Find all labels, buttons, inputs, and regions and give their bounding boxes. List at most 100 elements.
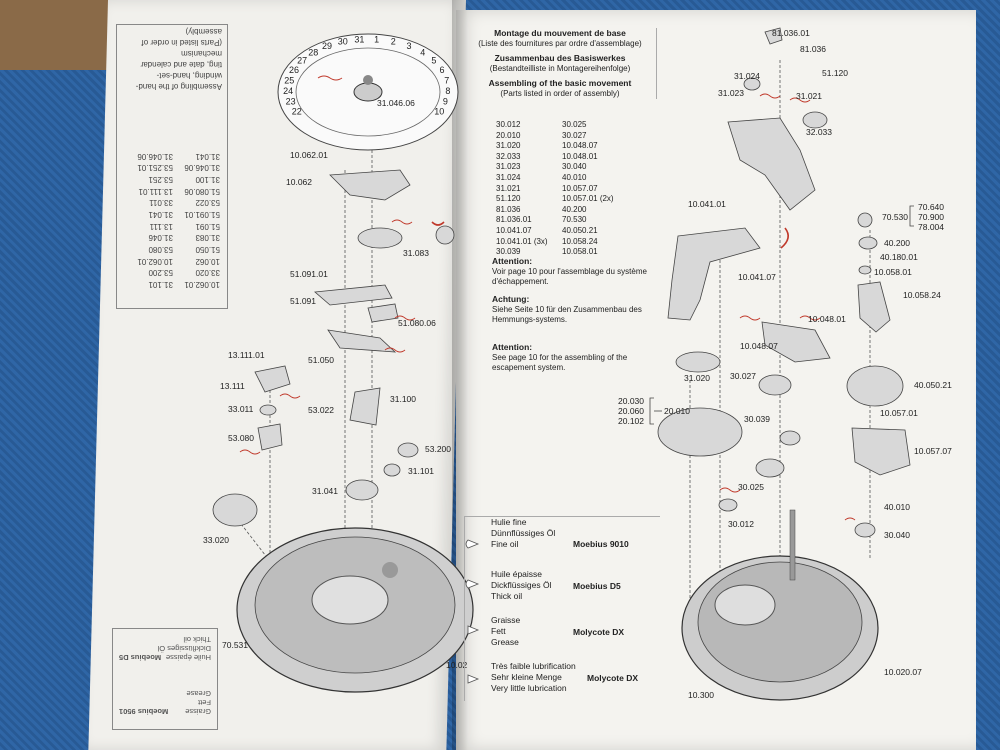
right-part-number: 10.058.01 [562, 247, 598, 257]
label-53.022: 53.022 [308, 405, 334, 415]
right-part-number: 31.021 [496, 183, 521, 193]
lub-line: Very little lubrication [491, 683, 567, 693]
label-20.102: 20.102 [618, 416, 644, 426]
date-ring-number: 29 [322, 41, 332, 51]
label-10.057.07: 10.057.07 [914, 446, 952, 456]
label-31.020: 31.020 [684, 373, 710, 383]
label-70.530: 70.530 [882, 212, 908, 222]
date-ring-number: 25 [284, 75, 294, 85]
right-part-number: 31.023 [496, 162, 521, 172]
attention-title: Attention: [492, 256, 533, 266]
date-ring-number: 30 [338, 37, 348, 47]
attention-de: Achtung: Siehe Seite 10 für den Zusammen… [492, 294, 652, 325]
label-10.058.24: 10.058.24 [903, 290, 941, 300]
header-de-title: Zusammenbau des Basiswerkes [494, 53, 626, 63]
right-part-number: 40.010 [562, 172, 587, 182]
label-13.111.01: 13.111.01 [228, 350, 265, 360]
lub-line: Grease [491, 637, 519, 647]
date-ring-number: 10 [434, 107, 444, 117]
attention-text: Voir page 10 pour l'assemblage du systèm… [492, 267, 647, 286]
right-part-number: 10.048.07 [562, 141, 598, 151]
label-30.039: 30.039 [744, 414, 770, 424]
label-32.033: 32.033 [806, 127, 832, 137]
label-10.062.01: 10.062.01 [290, 150, 328, 160]
right-part-number: 30.039 [496, 247, 521, 257]
date-ring [277, 33, 459, 151]
right-part-number: 10.041.01 (3x) [496, 236, 548, 246]
label-31.041: 31.041 [312, 486, 338, 496]
label-20.030: 20.030 [618, 396, 644, 406]
lub-line: Fine oil [491, 539, 519, 549]
date-ring-number: 26 [289, 65, 299, 75]
label-10.041.07: 10.041.07 [738, 272, 776, 282]
label-30.012: 30.012 [728, 519, 754, 529]
label-53.200: 53.200 [425, 444, 451, 454]
lub-line: Huile épaisse [491, 569, 543, 579]
label-10.058.01: 10.058.01 [874, 267, 912, 277]
attention-fr: Attention: Voir page 10 pour l'assemblag… [492, 256, 652, 287]
label-70.640: 70.640 [918, 202, 944, 212]
lub-line: Dünnflüssiges Öl [491, 528, 556, 538]
left-movement-plate [236, 527, 474, 693]
label-10.048.01: 10.048.01 [808, 314, 846, 324]
right-part-number: 81.036.01 [496, 215, 532, 225]
label-51.091: 51.091 [290, 296, 316, 306]
label-53.080: 53.080 [228, 433, 254, 443]
right-header: Montage du mouvement de base (Liste des … [470, 28, 657, 99]
attention-text: See page 10 for the assembling of the es… [492, 353, 628, 372]
label-31.083: 31.083 [403, 248, 429, 258]
date-ring-number: 28 [308, 48, 318, 58]
label-31.046.06: 31.046.06 [377, 98, 415, 108]
date-ring-number: 24 [283, 86, 293, 96]
date-ring-number: 4 [420, 48, 425, 58]
right-part-number: 10.041.07 [496, 225, 532, 235]
left-parts-list-box [116, 24, 228, 309]
date-ring-number: 22 [292, 107, 302, 117]
label-20.010: 20.010 [664, 406, 690, 416]
right-movement-plate [681, 509, 879, 701]
right-part-number: 30.012 [496, 120, 521, 129]
right-part-number: 31.020 [496, 141, 521, 151]
right-part-number: 40.050.21 [562, 225, 598, 235]
lub-line: Thick oil [491, 591, 523, 601]
lub-line: Sehr kleine Menge [491, 672, 562, 682]
lub-line: Dickflüssiges Öl [491, 580, 552, 590]
right-part-number: 30.025 [562, 120, 587, 129]
lub-thick-oil: Huile épaisse Dickflüssiges Öl Thick oil [491, 569, 581, 602]
label-31.021: 31.021 [796, 91, 822, 101]
label-10.062: 10.062 [286, 177, 312, 187]
label-31.101: 31.101 [408, 466, 434, 476]
label-31.024: 31.024 [734, 71, 760, 81]
date-ring-number: 9 [443, 97, 448, 107]
right-part-number: 32.033 [496, 151, 521, 161]
label-81.036.01: 81.036.01 [772, 28, 810, 38]
label-30.040: 30.040 [884, 530, 910, 540]
label-40.010: 40.010 [884, 502, 910, 512]
label-10.02: 10.02 [446, 660, 468, 670]
header-en-title: Assembling of the basic movement [488, 78, 632, 88]
label-33.020: 33.020 [203, 535, 229, 545]
label-10.048.07: 10.048.07 [740, 341, 778, 351]
right-part-number: 40.200 [562, 204, 587, 214]
lub-little: Très faible lubrification Sehr kleine Me… [491, 661, 621, 694]
label-10.020.07: 10.020.07 [884, 667, 922, 677]
right-part-number: 30.040 [562, 162, 587, 172]
date-ring-number: 3 [406, 41, 411, 51]
left-lubricant-legend: Moebius D5 Huile épaisse Dickflüssiges Ö… [112, 628, 218, 730]
label-10.041.01: 10.041.01 [688, 199, 726, 209]
lub-line: Hulie fine [491, 517, 527, 527]
label-40.180.01: 40.180.01 [880, 252, 918, 262]
label-51.120: 51.120 [822, 68, 848, 78]
header-en-sub: (Parts listed in order of assembly) [500, 89, 620, 98]
date-ring-number: 23 [286, 97, 296, 107]
lubricant-legend: Hulie fine Dünnflüssiges Öl Fine oil Moe… [464, 516, 660, 701]
right-part-number: 10.057.01 (2x) [562, 194, 614, 204]
right-part-number: 70.530 [562, 215, 587, 225]
label-78.004: 78.004 [918, 222, 944, 232]
date-ring-number: 1 [374, 34, 379, 44]
label-31.100: 31.100 [390, 394, 416, 404]
attention-en: Attention: See page 10 for the assemblin… [492, 342, 652, 373]
lub-little-product: Molycote DX [587, 673, 639, 683]
date-ring-number: 8 [445, 86, 450, 96]
